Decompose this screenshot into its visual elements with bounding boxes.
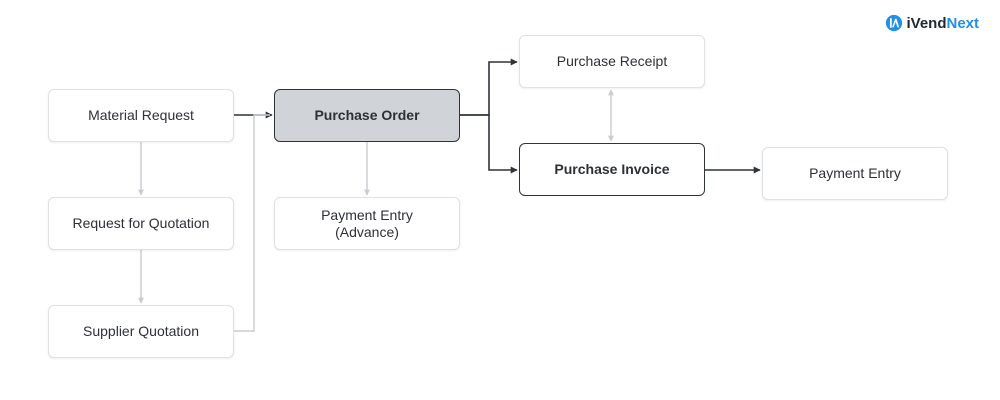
ivendnext-logo-icon [886,14,903,32]
edge-purchase-order-to-purchase-receipt [460,58,518,116]
node-label: Purchase Receipt [556,53,668,69]
node-label: Supplier Quotation [83,323,199,339]
node-payment-entry-advance[interactable]: Payment Entry(Advance) [274,197,460,250]
node-label: Request for Quotation [72,215,210,231]
brand-name-suffix: Next [946,14,979,32]
node-payment-entry[interactable]: Payment Entry [762,147,948,200]
node-supplier-quotation[interactable]: Supplier Quotation [48,305,234,358]
node-label: (Advance) [335,223,399,240]
node-purchase-order[interactable]: Purchase Order [274,89,460,142]
node-purchase-invoice[interactable]: Purchase Invoice [519,143,705,196]
node-label: Purchase Order [314,107,420,123]
edge-supplier-quotation-to-purchase-order [234,114,270,332]
node-label: Payment Entry [321,206,413,223]
node-label: Payment Entry [809,165,901,181]
node-purchase-receipt[interactable]: Purchase Receipt [519,35,705,88]
brand-name-prefix: iVend [906,14,947,32]
node-material-request[interactable]: Material Request [48,89,234,142]
node-label: Purchase Invoice [554,161,670,177]
node-request-for-quotation[interactable]: Request for Quotation [48,197,234,250]
node-label: Material Request [88,107,194,123]
edge-purchase-order-to-purchase-invoice [460,114,518,174]
